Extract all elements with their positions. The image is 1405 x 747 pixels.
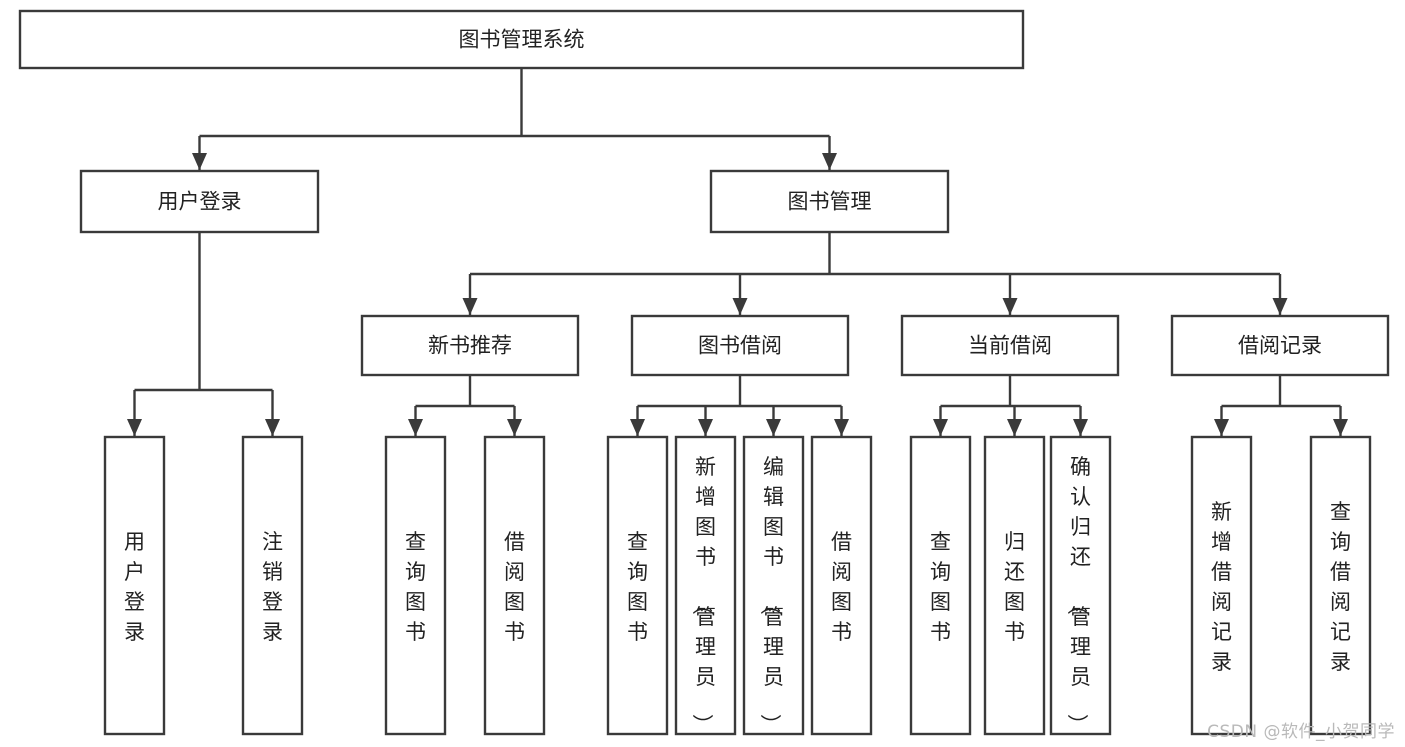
arrow-head-icon <box>1007 419 1022 436</box>
level3-node-box[interactable] <box>360 314 580 377</box>
arrow-head-icon <box>127 419 142 436</box>
leaf-node-label: 查询图书 <box>930 530 951 644</box>
leaf-node-box[interactable] <box>742 435 805 736</box>
root-node-box[interactable] <box>18 9 1025 70</box>
leaf-node-label: 借阅图书 <box>831 530 852 644</box>
level3-node-label: 新书推荐 <box>428 334 512 358</box>
leaf-node-box[interactable] <box>103 435 166 736</box>
leaf-node-label: 查询图书 <box>405 530 426 644</box>
level3-node-box[interactable] <box>630 314 850 377</box>
level2-node-label: 用户登录 <box>158 190 242 214</box>
leaf-node-box[interactable] <box>606 435 669 736</box>
leaf-node-label: 新增借阅记录 <box>1211 500 1232 674</box>
arrow-head-icon <box>408 419 423 436</box>
arrow-head-icon <box>507 419 522 436</box>
arrow-head-icon <box>462 298 478 315</box>
leaf-node-box[interactable] <box>241 435 304 736</box>
leaf-node-box[interactable] <box>1190 435 1253 736</box>
leaf-node-label: 查询图书 <box>627 530 648 644</box>
arrow-head-icon <box>1073 419 1088 436</box>
leaf-node-label: 用户登录 <box>124 530 145 644</box>
leaf-node-label: 归还图书 <box>1004 530 1025 644</box>
level3-node-label: 当前借阅 <box>968 334 1052 358</box>
arrow-head-icon <box>265 419 280 436</box>
arrow-head-icon <box>822 153 837 170</box>
level2-node-box[interactable] <box>79 169 320 234</box>
leaf-node-box[interactable] <box>384 435 447 736</box>
level3-node-label: 借阅记录 <box>1238 334 1322 358</box>
arrow-head-icon <box>1214 419 1229 436</box>
arrow-head-icon <box>630 419 645 436</box>
leaf-node-label: 借阅图书 <box>504 530 525 644</box>
arrow-head-icon <box>834 419 849 436</box>
leaf-node-box[interactable] <box>810 435 873 736</box>
arrow-head-icon <box>766 419 781 436</box>
arrow-head-icon <box>1333 419 1348 436</box>
edge-layer <box>127 68 1348 436</box>
leaf-node-label: 确认归还（管理员） <box>1065 455 1091 735</box>
leaf-node-box[interactable] <box>483 435 546 736</box>
arrow-head-icon <box>1002 298 1018 315</box>
csdn-watermark: CSDN @软件_小贺同学 <box>1207 722 1395 742</box>
level2-node-box[interactable] <box>709 169 950 234</box>
leaf-node-box[interactable] <box>1309 435 1372 736</box>
leaf-node-label: 查询借阅记录 <box>1330 500 1351 674</box>
arrow-head-icon <box>698 419 713 436</box>
arrow-head-icon <box>933 419 948 436</box>
arrow-head-icon <box>732 298 748 315</box>
leaf-node-box[interactable] <box>1049 435 1112 736</box>
root-node-label: 图书管理系统 <box>459 28 585 52</box>
leaf-node-label: 编辑图书（管理员） <box>758 455 784 735</box>
leaf-node-box[interactable] <box>674 435 737 736</box>
level2-node-label: 图书管理 <box>788 190 872 214</box>
level3-node-label: 图书借阅 <box>698 334 782 358</box>
arrow-head-icon <box>1272 298 1288 315</box>
arrow-head-icon <box>192 153 207 170</box>
leaf-node-box[interactable] <box>983 435 1046 736</box>
level3-node-box[interactable] <box>1170 314 1390 377</box>
leaf-node-label: 注销登录 <box>262 530 283 644</box>
level3-node-box[interactable] <box>900 314 1120 377</box>
leaf-node-label: 新增图书（管理员） <box>690 455 716 735</box>
leaf-node-box[interactable] <box>909 435 972 736</box>
node-layer: 图书管理系统用户登录图书管理新书推荐图书借阅当前借阅借阅记录用户登录注销登录查询… <box>18 9 1390 736</box>
